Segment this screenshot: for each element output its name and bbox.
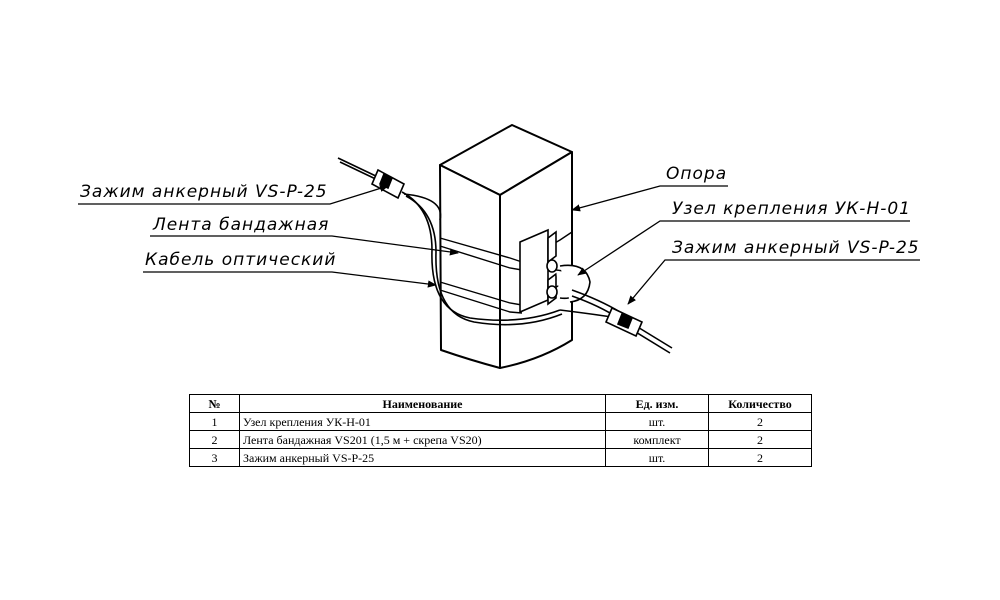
mounting-bracket xyxy=(519,228,591,314)
callout-band: Лента бандажная xyxy=(152,215,329,235)
table-row: 2 Лента бандажная VS201 (1,5 м + скрепа … xyxy=(189,430,812,449)
callout-cable: Кабель оптический xyxy=(145,250,336,270)
cell-unit: шт. xyxy=(605,448,709,467)
cell-unit: комплект xyxy=(605,430,709,449)
header-unit: Ед. изм. xyxy=(605,394,709,413)
cell-quantity: 2 xyxy=(708,430,812,449)
cell-number: 3 xyxy=(189,448,240,467)
header-name: Наименование xyxy=(239,394,606,413)
cable-left xyxy=(337,157,563,326)
table-row: 3 Зажим анкерный VS-P-25 шт. 2 xyxy=(189,448,812,467)
cell-unit: шт. xyxy=(605,412,709,431)
cell-quantity: 2 xyxy=(708,448,812,467)
leader-lines xyxy=(78,184,920,305)
cell-number: 2 xyxy=(189,430,240,449)
cell-name: Зажим анкерный VS-P-25 xyxy=(239,448,606,467)
clamp-left xyxy=(370,168,406,200)
callout-pole: Опора xyxy=(666,164,727,184)
cell-name: Лента бандажная VS201 (1,5 м + скрепа VS… xyxy=(239,430,606,449)
callout-clamp-left: Зажим анкерный VS-P-25 xyxy=(80,182,328,202)
table-header-row: № Наименование Ед. изм. Количество xyxy=(189,394,812,413)
spec-table: № Наименование Ед. изм. Количество 1 Узе… xyxy=(189,394,812,467)
header-number: № xyxy=(189,394,240,413)
cell-quantity: 2 xyxy=(708,412,812,431)
header-quantity: Количество xyxy=(708,394,812,413)
callout-clamp-right: Зажим анкерный VS-P-25 xyxy=(672,238,920,258)
clamp-right xyxy=(604,306,644,338)
callout-node: Узел крепления УК-Н-01 xyxy=(672,199,911,219)
cell-number: 1 xyxy=(189,412,240,431)
cell-name: Узел крепления УК-Н-01 xyxy=(239,412,606,431)
table-row: 1 Узел крепления УК-Н-01 шт. 2 xyxy=(189,412,812,431)
installation-diagram: Зажим анкерный VS-P-25 Лента бандажная К… xyxy=(78,124,920,369)
